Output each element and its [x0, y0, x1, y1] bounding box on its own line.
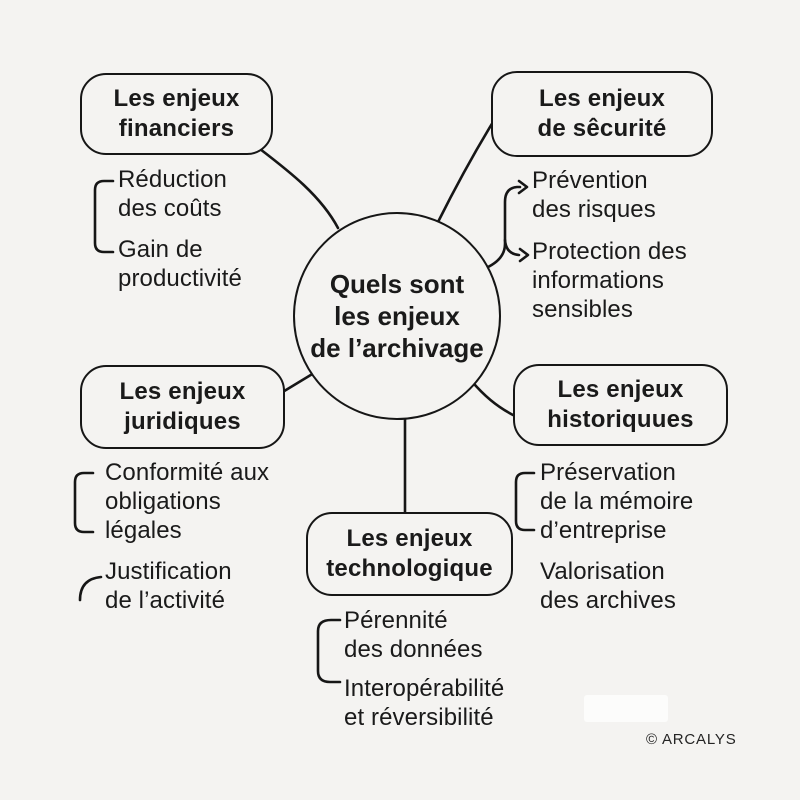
item-financiers-2: Gain de productivité: [118, 236, 242, 292]
connector-juridiques-center: [279, 371, 316, 395]
white-patch: [584, 695, 668, 722]
item-financiers-1: Réduction des coûts: [118, 166, 227, 222]
item-juridiques-1: Conformité aux obligations légales: [105, 459, 270, 544]
arrowhead-securite-item2: [518, 247, 530, 263]
connector-financiers-center: [258, 147, 340, 230]
branch-securite-stem: [484, 185, 522, 270]
item-technologique-2: Interopérabilité et réversibilité: [344, 675, 505, 731]
item-technologique-1: Pérennité des données: [344, 607, 483, 663]
node-technologique: Les enjeux technologique: [306, 512, 513, 596]
node-juridiques: Les enjeux juridiques: [80, 365, 285, 449]
node-financiers: Les enjeux financiers: [80, 73, 273, 155]
node-securite: Les enjeux de sêcurité: [491, 71, 713, 157]
copyright-credit: © ARCALYS: [646, 731, 737, 748]
item-historiques-1: Préservation de la mémoire d’entreprise: [540, 459, 694, 544]
item-securite-1: Prévention des risques: [532, 167, 656, 223]
hook-juridiques-item2: [78, 575, 103, 602]
item-historiques-2: Valorisation des archives: [540, 558, 676, 614]
bracket-financiers-items: [93, 179, 115, 254]
central-topic: Quels sont les enjeux de l’archivage: [293, 212, 501, 420]
connector-securite-center: [436, 120, 495, 224]
node-historiques: Les enjeux historiquues: [513, 364, 728, 446]
bracket-technologique-items: [316, 618, 342, 684]
bracket-juridiques-item1: [73, 471, 95, 534]
bracket-historiques-item1: [514, 471, 536, 532]
item-securite-2: Protection des informations sensibles: [532, 238, 687, 323]
arrowhead-securite-item1: [517, 179, 529, 195]
item-juridiques-2: Justification de l’activité: [105, 558, 232, 614]
branch-securite-item2: [503, 238, 521, 257]
